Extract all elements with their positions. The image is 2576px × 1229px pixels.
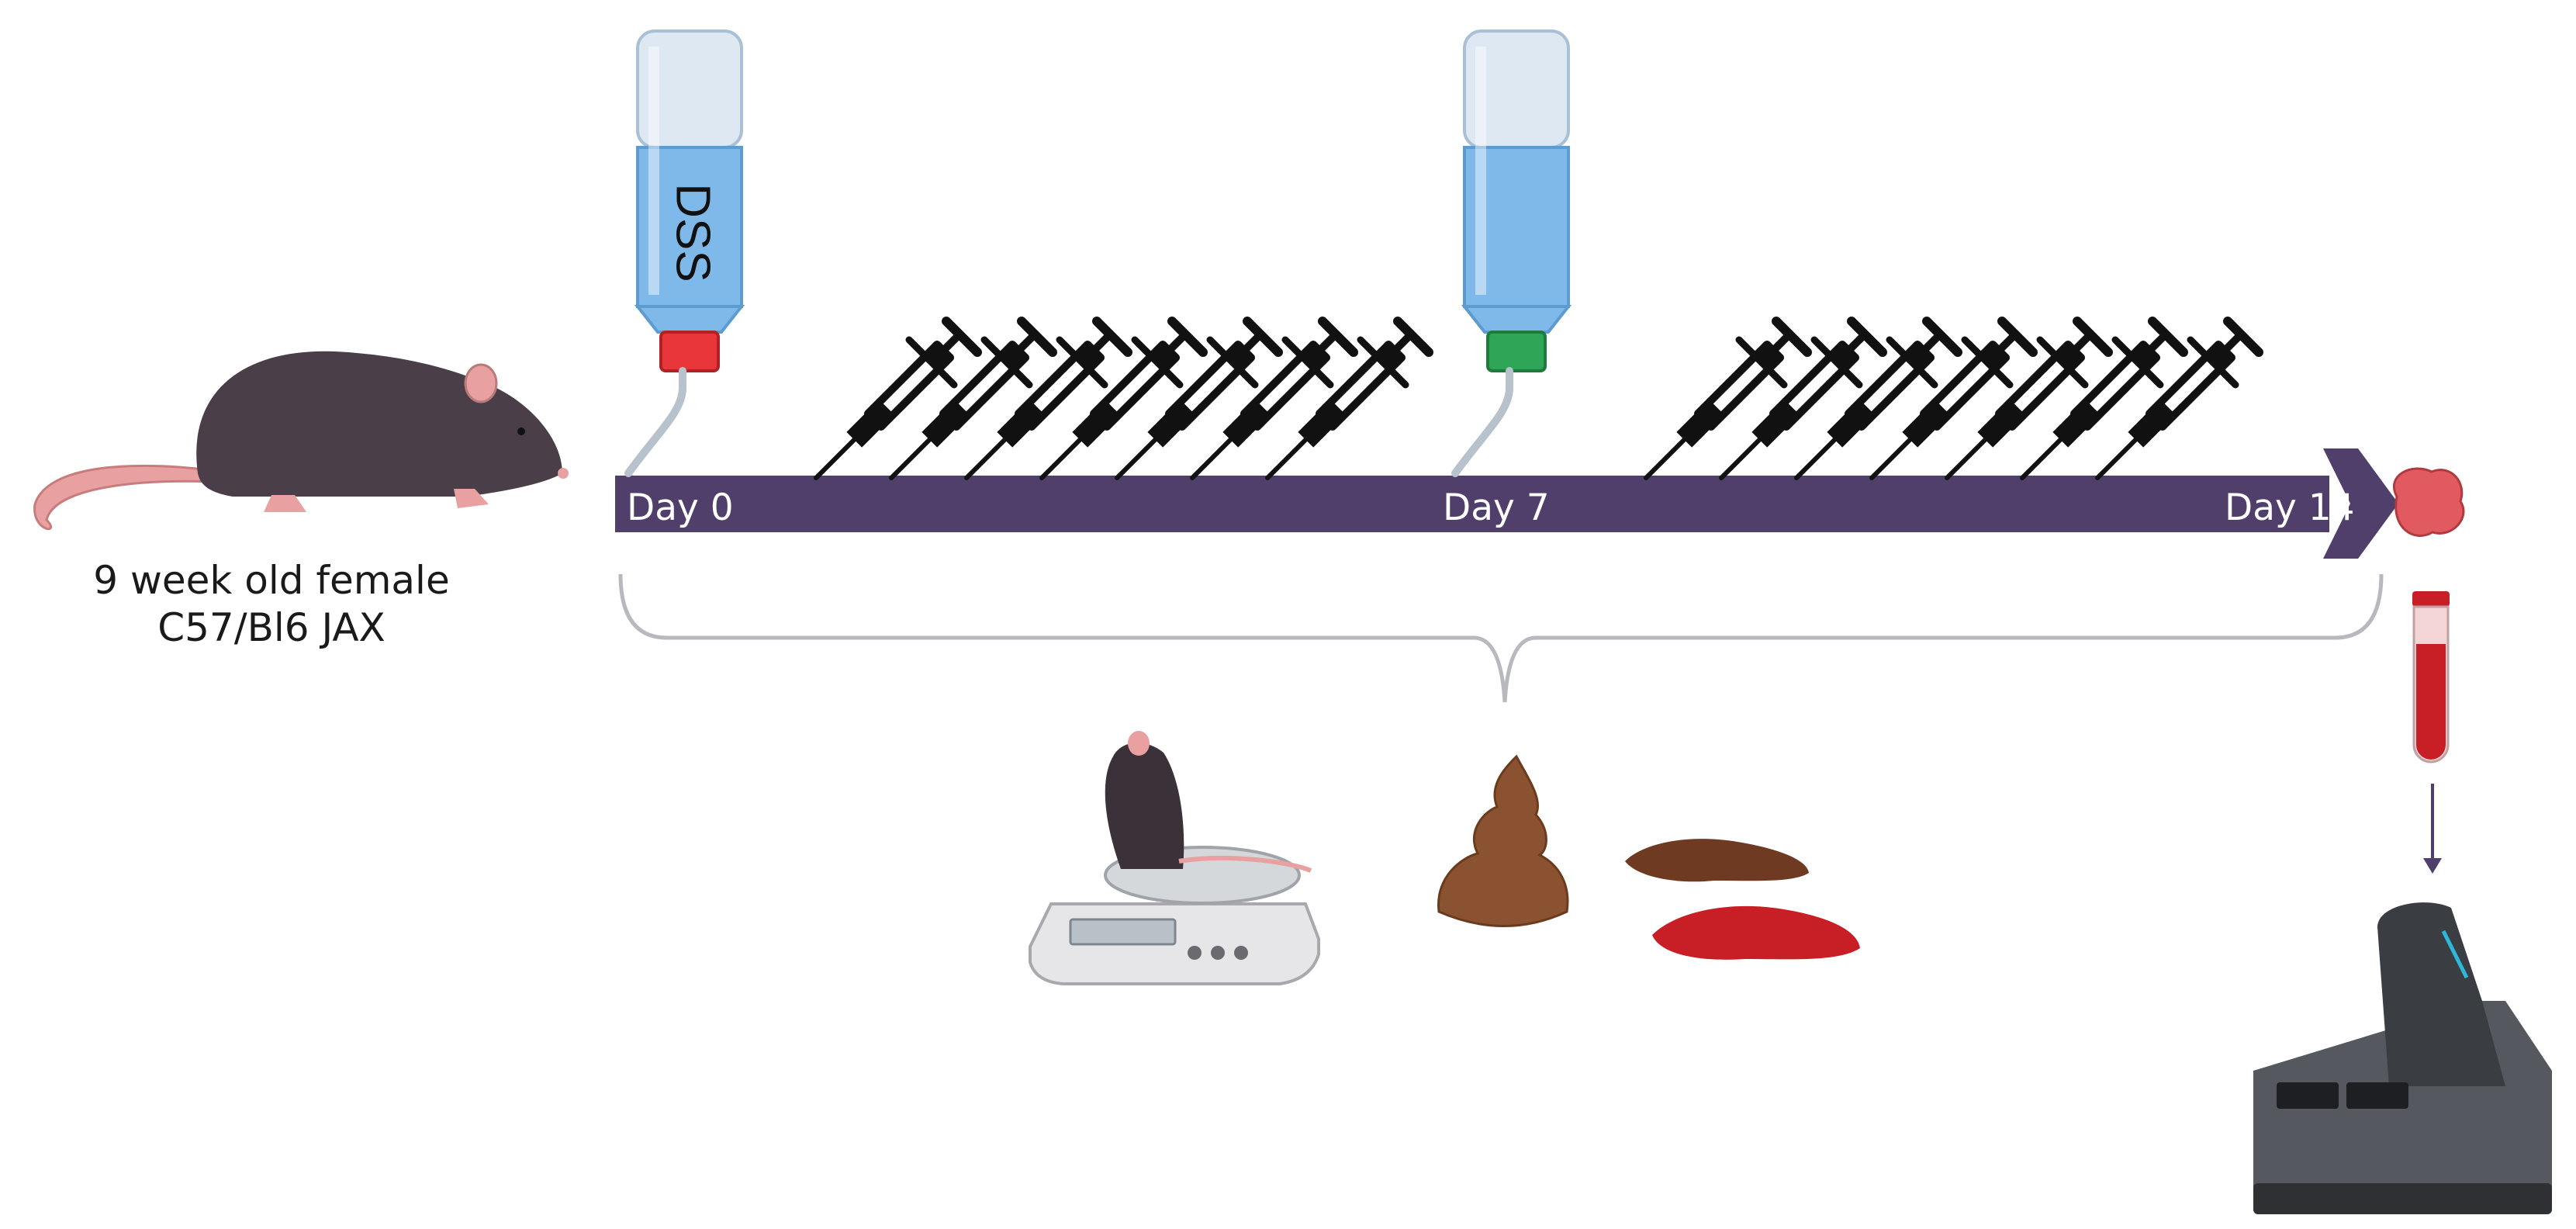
bottle-sipper-tube-2: [1451, 367, 1513, 477]
red-cap: [659, 331, 720, 372]
day-14-label: Day 14: [2225, 486, 2355, 529]
dss-water-bottle: [634, 29, 745, 334]
loose-stool-icon: [1625, 839, 1809, 882]
syringe-group-week-2: [1646, 321, 2259, 478]
arrow-down-icon: [2423, 784, 2442, 874]
day-7-label: Day 7: [1443, 486, 1550, 529]
mouse-illustration: [33, 351, 569, 531]
blood-puddle-icon: [1652, 905, 1860, 960]
bottle-sipper-tube-1: [624, 367, 686, 477]
water-bottle: [1461, 29, 1572, 334]
timeline-brace: [618, 573, 2384, 703]
day-0-label: Day 0: [627, 486, 734, 529]
timeline-arrow: [615, 448, 2398, 559]
colon-tissue-icon: [2393, 467, 2465, 537]
green-cap: [1486, 331, 1547, 372]
blood-tube-icon: [2412, 591, 2450, 763]
stool-icon: [1437, 754, 1569, 927]
blood-analyzer-icon: [2253, 902, 2552, 1214]
mouse-caption-line-1: 9 week old female: [93, 558, 450, 603]
scale-with-mouse-illustration: [1029, 731, 1320, 985]
mouse-caption-line-2: C57/Bl6 JAX: [157, 605, 386, 650]
mouse-caption: 9 week old female C57/Bl6 JAX: [0, 557, 543, 652]
syringe-group-week-1: [816, 321, 1429, 478]
